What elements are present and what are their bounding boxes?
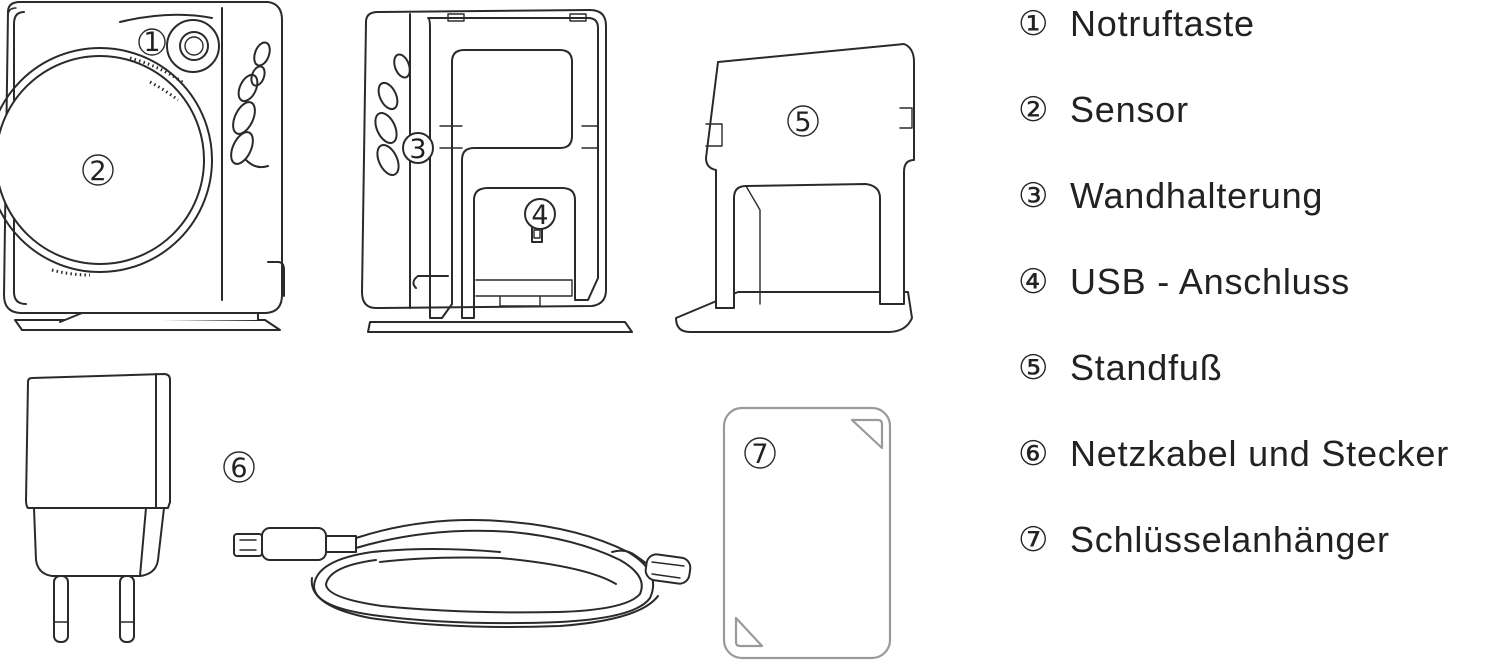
wall-mount <box>428 14 598 318</box>
usb-a-connector <box>234 528 356 560</box>
legend-label: Sensor <box>1070 89 1189 130</box>
legend-marker: ③ <box>1018 176 1049 216</box>
legend-marker: ① <box>1018 4 1049 44</box>
key-fob: 7 <box>724 408 890 658</box>
svg-text:4: 4 <box>531 200 548 231</box>
callout-6: 6 <box>224 452 254 484</box>
legend-marker: ④ <box>1018 262 1049 302</box>
plug-pins <box>54 576 134 642</box>
emergency-button <box>167 20 219 72</box>
decorative-loops <box>227 40 273 167</box>
emergency-device-front: 1 2 <box>0 2 284 330</box>
legend-marker: ⑥ <box>1018 434 1049 474</box>
legend-item: ③ Wandhalterung <box>1018 174 1323 218</box>
callout-4: 4 <box>525 199 555 231</box>
power-adapter <box>26 374 170 642</box>
product-illustration: 1 2 3 <box>0 0 1000 664</box>
svg-text:3: 3 <box>409 134 426 165</box>
legend-item: ① Notruftaste <box>1018 2 1255 46</box>
callout-5: 5 <box>788 106 818 138</box>
svg-text:5: 5 <box>794 107 811 138</box>
decorative-loops-back <box>371 52 413 178</box>
legend-label: Standfuß <box>1070 347 1223 388</box>
legend-label: USB - Anschluss <box>1070 261 1351 302</box>
legend-list: ① Notruftaste ② Sensor ③ Wandhalterung ④… <box>1018 0 1500 664</box>
svg-text:1: 1 <box>143 27 160 58</box>
svg-text:2: 2 <box>89 156 106 187</box>
svg-text:6: 6 <box>230 453 247 484</box>
legend-item: ② Sensor <box>1018 88 1189 132</box>
legend-label: Schlüsselanhänger <box>1070 519 1390 560</box>
legend-item: ⑤ Standfuß <box>1018 346 1223 390</box>
callout-3: 3 <box>403 133 433 165</box>
legend-item: ⑦ Schlüsselanhänger <box>1018 518 1390 562</box>
legend-label: Wandhalterung <box>1070 175 1324 216</box>
legend-marker: ⑦ <box>1018 520 1049 560</box>
legend-item: ④ USB - Anschluss <box>1018 260 1350 304</box>
legend-marker: ⑤ <box>1018 348 1049 388</box>
legend-label: Notruftaste <box>1070 3 1255 44</box>
stand: 5 <box>676 44 914 332</box>
callout-1: 1 <box>139 27 165 58</box>
legend-item: ⑥ Netzkabel und Stecker <box>1018 432 1449 476</box>
usb-cable: 6 <box>224 452 692 627</box>
sensor-disc <box>0 48 212 272</box>
callout-7: 7 <box>745 438 775 470</box>
legend-label: Netzkabel und Stecker <box>1070 433 1449 474</box>
usb-c-connector <box>612 551 692 585</box>
emergency-device-back: 3 4 <box>362 10 632 332</box>
legend-marker: ② <box>1018 90 1049 130</box>
svg-text:7: 7 <box>751 439 768 470</box>
callout-2: 2 <box>83 155 113 187</box>
